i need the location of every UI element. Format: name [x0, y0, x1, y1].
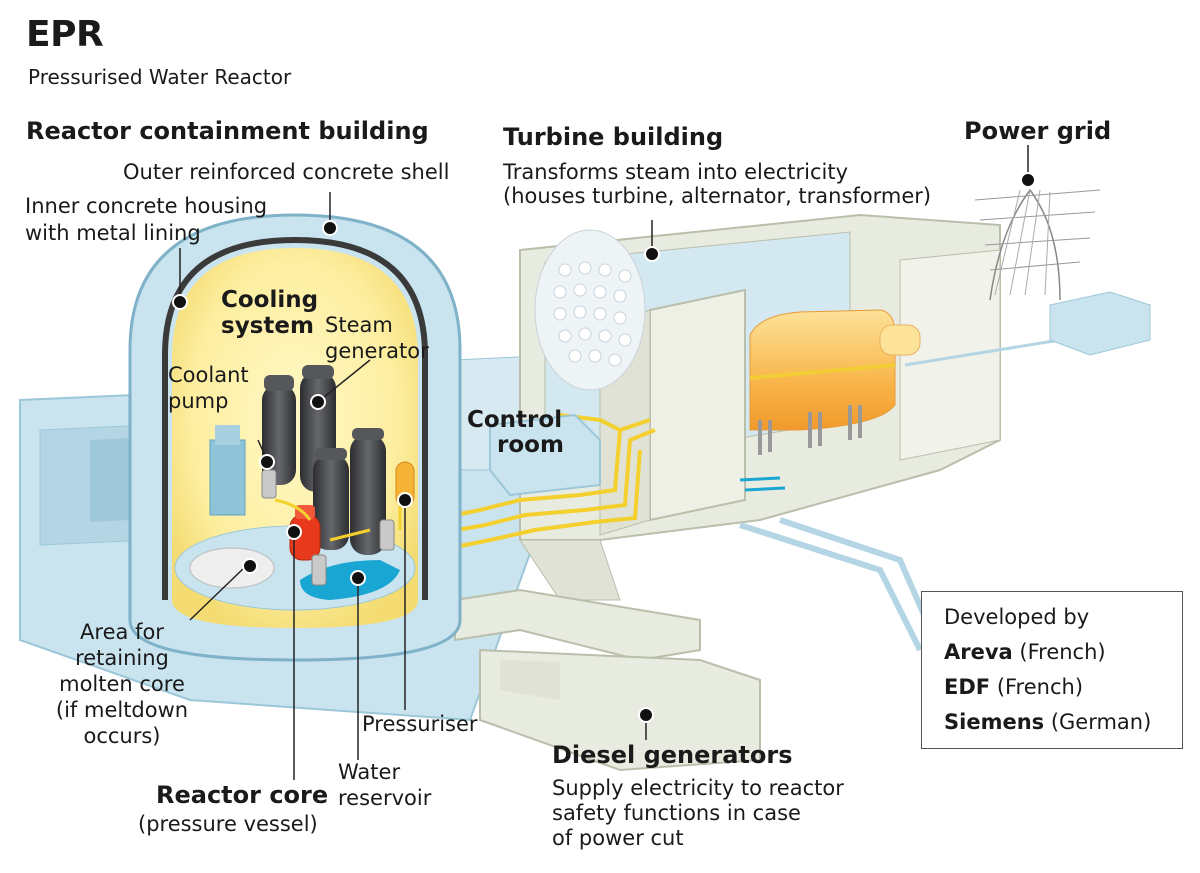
- developer-country: (French): [996, 675, 1084, 699]
- page-subtitle: Pressurised Water Reactor: [28, 65, 292, 89]
- cooling-tower-texture: [534, 229, 646, 391]
- label-diesel-desc-2: safety functions in case: [552, 801, 801, 825]
- label-outer-shell: Outer reinforced concrete shell: [123, 160, 450, 184]
- turbine-alternator: [749, 309, 1061, 455]
- label-turbine-desc-line1: Transforms steam into electricity: [503, 160, 849, 184]
- power-grid-pylon: [974, 188, 1151, 356]
- label-turbine-desc-line2: (houses turbine, alternator, transformer…: [503, 184, 932, 208]
- coolant-pump-left: [209, 425, 246, 516]
- heading-control-room-line1: Control: [467, 407, 563, 433]
- label-water-reservoir-line1: Water: [338, 760, 401, 784]
- heading-turbine: Turbine building: [503, 123, 724, 151]
- label-steam-generator-line2: generator: [325, 339, 429, 363]
- label-area-molten-5: occurs): [83, 724, 161, 748]
- developer-row: Siemens (German): [944, 705, 1182, 740]
- control-room-block: [489, 413, 601, 497]
- heading-reactor-core: Reactor core: [156, 781, 329, 809]
- page-title: EPR: [26, 14, 104, 55]
- label-area-molten-3: molten core: [59, 672, 185, 696]
- diesel-generators-block: [454, 588, 761, 772]
- label-coolant-pump-line1: Coolant: [168, 363, 249, 387]
- developer-row: Areva (French): [944, 635, 1182, 670]
- water-lines: [739, 517, 938, 652]
- label-area-molten-1: Area for: [80, 620, 164, 644]
- developers-box: Developed by Areva (French) EDF (French)…: [921, 591, 1183, 749]
- heading-cooling-line2: system: [221, 313, 314, 339]
- label-inner-housing-line2: with metal lining: [25, 221, 201, 245]
- developer-country: (French): [1019, 640, 1106, 664]
- developer-name: EDF: [944, 675, 991, 699]
- coolant-pumps: [261, 469, 395, 586]
- label-inner-housing-line1: Inner concrete housing: [25, 194, 268, 218]
- label-core-sub: (pressure vessel): [138, 812, 318, 836]
- label-steam-generator-line1: Steam: [325, 313, 393, 337]
- label-area-molten-2: retaining: [75, 646, 169, 670]
- leader-lines: [179, 145, 1029, 780]
- water-lines-blue: [739, 476, 786, 492]
- label-coolant-pump-line2: pump: [168, 389, 229, 413]
- developer-name: Siemens: [944, 710, 1045, 734]
- developer-country: (German): [1050, 710, 1152, 734]
- developer-row: EDF (French): [944, 670, 1182, 705]
- heading-control-room-line2: room: [497, 432, 564, 458]
- developers-heading: Developed by: [944, 605, 1090, 629]
- heading-power-grid: Power grid: [964, 117, 1112, 145]
- heading-cooling-line1: Cooling: [221, 287, 319, 313]
- label-water-reservoir-line2: reservoir: [338, 786, 432, 810]
- label-diesel-desc-1: Supply electricity to reactor: [552, 776, 844, 800]
- label-pressuriser: Pressuriser: [362, 712, 478, 736]
- heading-diesel: Diesel generators: [552, 741, 793, 769]
- label-diesel-desc-3: of power cut: [552, 826, 684, 850]
- label-area-molten-4: (if meltdown: [55, 698, 189, 722]
- primary-loop: [274, 498, 402, 542]
- heading-containment: Reactor containment building: [26, 117, 429, 145]
- developer-name: Areva: [944, 640, 1013, 664]
- marker-dots: [172, 172, 1036, 723]
